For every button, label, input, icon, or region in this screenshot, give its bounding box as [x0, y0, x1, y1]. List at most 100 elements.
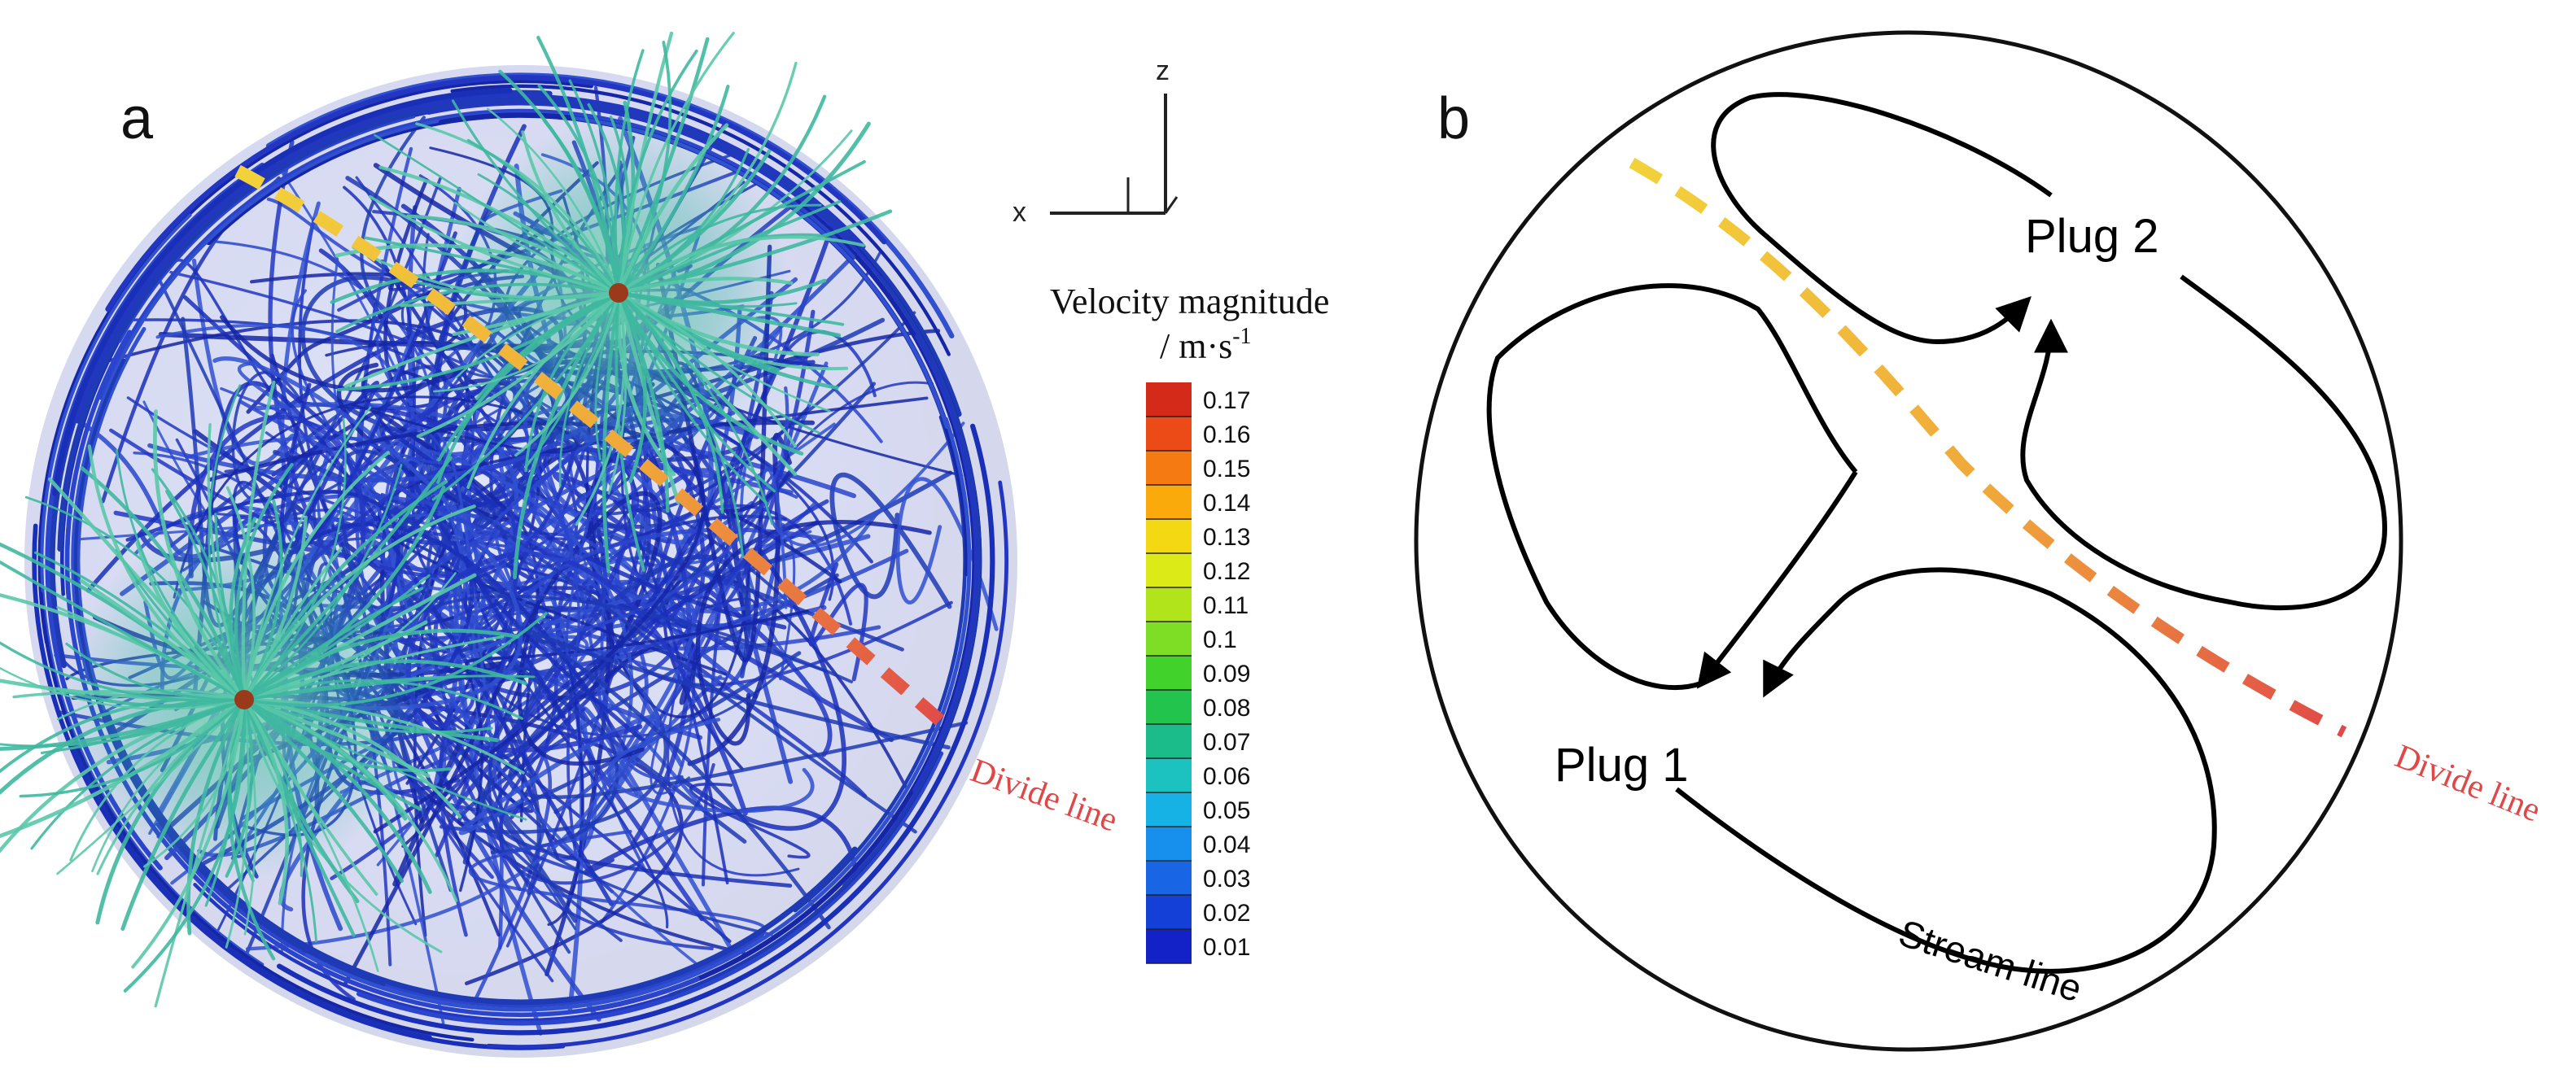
- streamline-rim: [57, 98, 857, 552]
- colorbar-swatch: [1146, 587, 1192, 622]
- streamline-sphere: [0, 31, 1017, 1058]
- colorbar-tick-label: 0.1: [1203, 626, 1237, 653]
- radial-streamline: [116, 449, 246, 701]
- stream-loop-left: [1486, 283, 1858, 691]
- radial-streamline: [466, 291, 620, 489]
- radial-streamline: [616, 290, 680, 505]
- radial-streamline: [152, 409, 247, 702]
- panel-a: a Divide line z x Velocity magnitude / m…: [0, 31, 1329, 1058]
- radial-streamline: [521, 130, 620, 295]
- divide-line-label-b: Divide line: [2390, 738, 2545, 830]
- radial-streamline: [241, 380, 276, 702]
- radial-streamline: [242, 451, 390, 702]
- colorbar-tick-label: 0.15: [1203, 456, 1250, 482]
- streamline: [558, 706, 737, 957]
- radial-streamline: [0, 697, 247, 751]
- radial-streamline: [242, 697, 462, 818]
- radial-streamline: [208, 384, 246, 701]
- radial-streamline: [335, 282, 620, 334]
- colorbar-tick-label: 0.13: [1203, 524, 1250, 551]
- streamline-rim: [304, 417, 972, 1012]
- divide-line-b: [1629, 157, 2347, 738]
- streamline: [509, 621, 951, 930]
- colorbar-swatch: [1146, 622, 1192, 656]
- radial-streamline: [433, 291, 620, 393]
- radial-streamline: [242, 504, 476, 702]
- radial-streamline: [0, 641, 246, 702]
- streamline: [715, 309, 829, 609]
- streamline-rim: [356, 751, 944, 1026]
- colorbar-swatch: [1146, 417, 1192, 451]
- coordinate-axes: z x: [1012, 55, 1179, 228]
- colorbar-swatch: [1146, 656, 1192, 690]
- panel-a-letter: a: [120, 86, 154, 151]
- colorbar: Velocity magnitude / m·s-1 0.170.160.150…: [1050, 282, 1329, 964]
- radial-streamline: [0, 560, 246, 701]
- colorbar-swatch: [1146, 929, 1192, 963]
- colorbar-swatch: [1146, 827, 1192, 861]
- radial-streamline: [242, 456, 453, 702]
- radial-streamline: [336, 291, 620, 391]
- streamline: [343, 600, 645, 987]
- streamline-rim: [75, 94, 866, 424]
- streamline: [498, 707, 715, 885]
- colorbar-swatch: [1146, 451, 1192, 485]
- streamline-rim: [486, 480, 1009, 1050]
- radial-streamline: [524, 291, 620, 469]
- colorbar-tick-label: 0.02: [1203, 900, 1250, 927]
- plug-1-center: [234, 690, 254, 709]
- streamline-rim: [51, 88, 513, 496]
- plug-radial-streamlines: [0, 31, 893, 1008]
- colorbar-swatch: [1146, 382, 1192, 417]
- radial-streamline: [514, 291, 620, 457]
- colorbar-swatch: [1146, 553, 1192, 587]
- y-axis-tick: [1164, 196, 1179, 214]
- z-axis-label: z: [1156, 55, 1170, 86]
- radial-streamline: [242, 697, 432, 894]
- radial-streamline: [229, 517, 257, 702]
- domain-boundary: [1414, 30, 2403, 1052]
- plug-2-center: [609, 283, 628, 303]
- radial-streamline: [617, 32, 735, 295]
- radial-streamline: [243, 698, 458, 902]
- plug-2-label: Plug 2: [2025, 210, 2158, 263]
- radial-streamline: [416, 290, 621, 439]
- radial-streamline: [415, 122, 620, 295]
- radial-streamline: [431, 291, 620, 501]
- radial-streamline: [242, 659, 527, 702]
- streamline: [606, 718, 815, 814]
- streamline-rim: [277, 423, 995, 1036]
- streamline: [508, 382, 969, 800]
- radial-streamline: [614, 49, 645, 295]
- radial-streamline: [378, 165, 621, 295]
- radial-streamline: [352, 246, 620, 299]
- radial-streamline: [0, 697, 247, 839]
- streamline: [695, 520, 932, 746]
- streamline-rim: [105, 75, 887, 312]
- radial-streamline: [616, 123, 729, 295]
- colorbar-swatch: [1146, 758, 1192, 792]
- stream-loop-lower: [1675, 567, 2217, 974]
- colorbar-swatches: [1146, 382, 1192, 963]
- radial-streamline: [617, 235, 865, 295]
- radial-streamline: [454, 201, 620, 295]
- radial-streamline: [24, 495, 246, 701]
- radial-streamline: [616, 85, 730, 295]
- colorbar-swatch: [1146, 861, 1192, 895]
- radial-streamline: [91, 698, 246, 873]
- radial-streamline: [225, 698, 254, 878]
- colorbar-tick-label: 0.12: [1203, 558, 1250, 585]
- radial-streamline: [243, 698, 443, 954]
- radial-streamline: [243, 612, 548, 707]
- radial-streamline: [48, 477, 247, 702]
- colorbar-title: Velocity magnitude: [1050, 282, 1329, 321]
- radial-streamline: [374, 133, 620, 295]
- radial-streamline: [242, 697, 356, 937]
- colorbar-tick-label: 0.17: [1203, 387, 1250, 414]
- radial-streamline: [617, 291, 773, 526]
- radial-streamline: [242, 697, 290, 906]
- colorbar-tick-label: 0.01: [1203, 934, 1250, 961]
- radial-streamline: [536, 36, 621, 295]
- radial-streamline: [617, 291, 768, 504]
